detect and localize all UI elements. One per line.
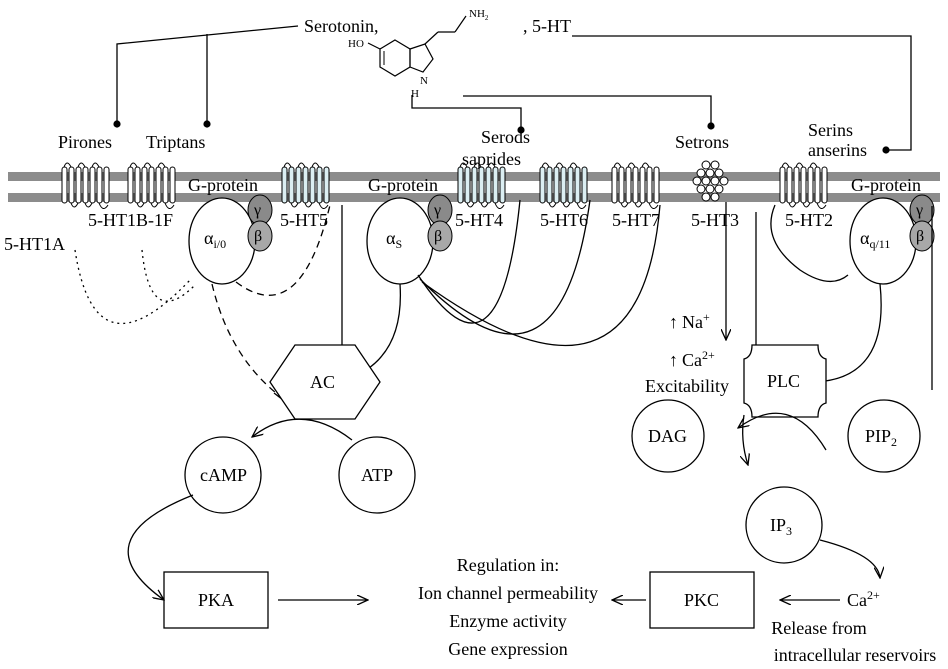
g-protein-alpha-s: αS γ β <box>366 194 453 285</box>
plc-label: PLC <box>767 371 800 391</box>
label-5-ht6: 5-HT6 <box>540 210 588 230</box>
ca-increase: ↑Ca2+ <box>669 348 715 370</box>
gamma-subunit-3: γ <box>915 202 923 219</box>
alpha-q11-label: αq/11 <box>860 228 890 251</box>
atp-label: ATP <box>361 465 393 485</box>
alpha-s-label: αS <box>386 228 402 251</box>
release-line-1: Release from <box>771 618 866 638</box>
label-5-ht7: 5-HT7 <box>612 210 660 230</box>
indole-h-label: H <box>411 88 419 100</box>
receptor-5-ht6 <box>539 162 588 210</box>
setrons-label: Setrons <box>675 132 729 152</box>
pirones-label: Pirones <box>58 132 112 152</box>
pip2-label: PIP2 <box>865 426 897 449</box>
regulation-item-enzyme: Enzyme activity <box>449 611 566 631</box>
phospholipase-c: PLC <box>743 344 827 418</box>
gamma-subunit-2: γ <box>433 202 441 219</box>
regulation-title: Regulation in: <box>457 555 560 575</box>
beta-subunit-1: β <box>254 228 262 245</box>
g-protein-alpha-q11: αq/11 γ β <box>849 194 935 285</box>
ac-label: AC <box>310 372 335 392</box>
adenylate-cyclase: AC <box>269 344 381 420</box>
hydroxyl-label: HO <box>348 38 364 50</box>
regulation-targets: Regulation in: Ion channel permeability … <box>418 555 598 659</box>
serins-label: Serins <box>808 120 853 140</box>
regulation-item-gene: Gene expression <box>448 639 567 659</box>
serotonin-label: Serotonin, <box>304 16 379 36</box>
g-protein-alpha-i0: αi/0 γ β <box>188 194 273 285</box>
receptor-5-ht1a <box>61 162 110 210</box>
label-5-ht3: 5-HT3 <box>691 210 739 230</box>
pka-label: PKA <box>198 590 234 610</box>
serods-label: Serods <box>481 127 530 147</box>
na-increase: ↑Na+ <box>669 310 710 332</box>
phosphoinositide-pathway: DAG PIP2 IP3 PKC Ca2+ <box>631 399 921 629</box>
5-ht-label: , 5-HT <box>523 16 571 36</box>
receptor-5-ht2 <box>779 162 828 210</box>
receptor-5-ht5 <box>281 162 330 210</box>
excitability-label: Excitability <box>645 376 729 396</box>
pathway-arrows <box>127 412 880 600</box>
label-5-ht4: 5-HT4 <box>455 210 503 230</box>
dag-label: DAG <box>648 426 687 446</box>
regulation-item-ion-channel: Ion channel permeability <box>418 583 598 603</box>
saprides-label: saprides <box>462 149 521 169</box>
gamma-subunit-1: γ <box>253 202 261 219</box>
receptor-5-ht1b-1f <box>127 162 176 210</box>
receptor-5-ht7 <box>611 162 660 210</box>
calcium-release-note: Release from intracellular reservoirs <box>771 618 936 665</box>
ion-effects: ↑Na+ ↑Ca2+ Excitability <box>645 310 729 396</box>
g-protein-label-1: G-protein <box>188 175 258 195</box>
g-protein-label-3: G-protein <box>851 175 921 195</box>
g-protein-label-2: G-protein <box>368 175 438 195</box>
pka-box <box>163 571 269 629</box>
triptans-label: Triptans <box>146 132 205 152</box>
pkc-box <box>649 571 755 629</box>
drug-class-connectors <box>113 25 912 154</box>
indole-n-label: N <box>420 75 428 87</box>
beta-subunit-3: β <box>916 228 924 245</box>
anserins-label: anserins <box>808 140 867 160</box>
label-5-ht2: 5-HT2 <box>785 210 833 230</box>
receptor-5-ht4 <box>457 162 506 210</box>
camp-label: cAMP <box>200 465 247 485</box>
label-5-ht1a: 5-HT1A <box>4 234 65 254</box>
label-5-ht5: 5-HT5 <box>280 210 328 230</box>
label-5-ht1b-1f: 5-HT1B-1F <box>88 210 173 230</box>
calcium-label: Ca2+ <box>847 588 880 610</box>
release-line-2: intracellular reservoirs <box>774 645 936 665</box>
beta-subunit-2: β <box>434 228 442 245</box>
alpha-i0-label: αi/0 <box>204 228 226 251</box>
amine-label: NH2 <box>469 8 489 22</box>
pkc-label: PKC <box>684 590 719 610</box>
cyclic-amp-pathway: cAMP ATP PKA <box>163 436 416 629</box>
receptor-5-ht3-channel <box>692 160 729 202</box>
ip3-label: IP3 <box>770 515 792 538</box>
serotonin-structure: Serotonin, , 5-HT HO NH2 N H <box>304 8 571 100</box>
